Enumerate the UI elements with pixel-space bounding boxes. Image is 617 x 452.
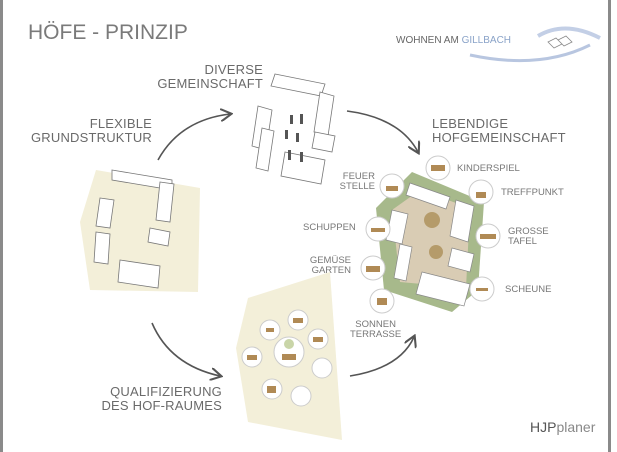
brand-logo: HJPplaner bbox=[530, 419, 596, 435]
step-label-line: FLEXIBLE bbox=[89, 116, 152, 131]
step-label-line: LEBENDIGE bbox=[432, 116, 509, 131]
page-title: HÖFE - PRINZIP bbox=[28, 21, 188, 44]
label-sonnenterrasse: SONNEN TERRASSE bbox=[350, 319, 402, 341]
arrow-flexible-to-qualifizierung bbox=[151, 322, 220, 376]
hofgemeinschaft-siteplan bbox=[376, 172, 484, 312]
label-line: GEMÜSE bbox=[309, 255, 351, 266]
label-schuppen: SCHUPPEN bbox=[303, 222, 356, 233]
label-grosse-tafel: GROSSE TAFEL bbox=[508, 226, 549, 248]
step-label-line: GRUNDSTRUKTUR bbox=[30, 130, 152, 146]
step-lebendige-hofgemeinschaft: LEBENDIGE HOFGEMEINSCHAFT bbox=[432, 116, 566, 146]
label-treffpunkt: TREFFPUNKT bbox=[501, 187, 564, 198]
qualifizierung-plan bbox=[236, 272, 342, 440]
step-label-line: HOFGEMEINSCHAFT bbox=[432, 130, 566, 146]
logo-accent: GILLBACH bbox=[461, 35, 512, 46]
arrow-flexible-to-diverse bbox=[157, 114, 230, 161]
grundstruktur-plan bbox=[80, 169, 200, 292]
step-qualifizierung: QUALIFIZIERUNG DES HOF-RAUMES bbox=[101, 384, 222, 414]
brand-bold: HJP bbox=[530, 419, 557, 435]
gemeinschaft-buildings bbox=[251, 73, 336, 185]
label-line: FEUER bbox=[342, 171, 375, 182]
label-kinderspiel: KINDERSPIEL bbox=[457, 163, 520, 174]
label-line: GARTEN bbox=[311, 265, 351, 277]
label-line: STELLE bbox=[339, 181, 375, 193]
label-line: TERRASSE bbox=[350, 329, 402, 341]
step-label-line: QUALIFIZIERUNG bbox=[110, 384, 222, 399]
arrow-diverse-to-lebendige bbox=[346, 110, 418, 152]
brand-light: planer bbox=[556, 419, 596, 435]
label-feuerstelle: FEUER STELLE bbox=[339, 171, 375, 193]
logo-main: WOHNEN AM bbox=[396, 35, 462, 46]
label-line: GROSSE bbox=[508, 226, 549, 237]
label-gemuese-garten: GEMÜSE GARTEN bbox=[309, 255, 351, 277]
feature-icons bbox=[360, 155, 501, 314]
feature-icon-glyphs bbox=[366, 165, 496, 305]
step-label-line: GEMEINSCHAFT bbox=[157, 76, 263, 92]
label-scheune: SCHEUNE bbox=[505, 284, 552, 295]
step-flexible-grundstruktur: FLEXIBLE GRUNDSTRUKTUR bbox=[30, 116, 152, 146]
logo-text: WOHNEN AM GILLBACH bbox=[396, 35, 511, 46]
logo-swoosh-icon bbox=[469, 26, 601, 63]
label-line: SONNEN bbox=[355, 319, 396, 330]
step-diverse-gemeinschaft: DIVERSE GEMEINSCHAFT bbox=[157, 62, 263, 92]
step-label-line: DES HOF-RAUMES bbox=[101, 398, 222, 414]
label-line: TAFEL bbox=[508, 236, 537, 248]
people-figures bbox=[285, 114, 303, 162]
step-label-line: DIVERSE bbox=[204, 62, 263, 77]
arrow-qualifizierung-to-lebendige bbox=[349, 337, 414, 377]
